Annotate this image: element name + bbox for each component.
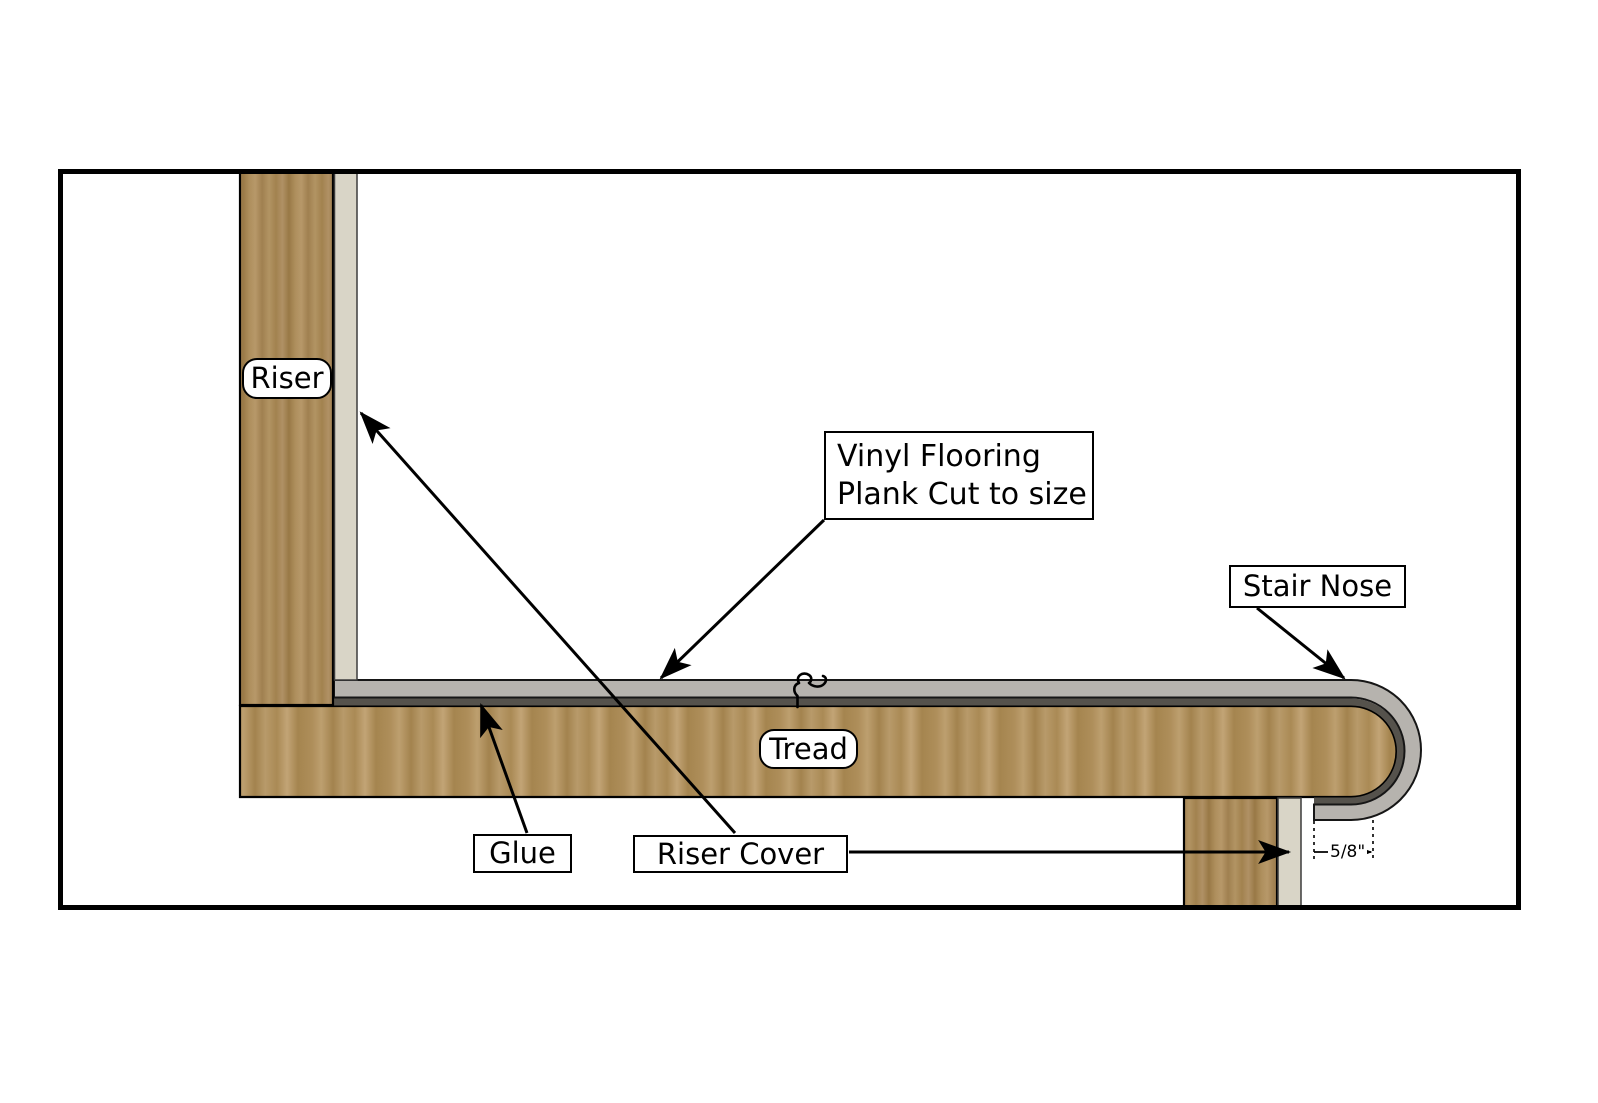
break-mark: [793, 672, 828, 709]
stair-nose-label-text: Stair Nose: [1242, 569, 1393, 604]
vinyl-plank-layer: [333, 679, 1422, 821]
glue-label: Glue: [473, 834, 572, 873]
glue-layer: [334, 698, 1404, 805]
tread-label-text: Tread: [769, 731, 848, 766]
riser-cover-leader-arrow: [359, 411, 737, 834]
nose-dimension-text: 5/8": [1328, 842, 1368, 862]
riser-cover-board: [333, 171, 358, 681]
vinyl-flooring-label-line1: Vinyl Flooring: [837, 439, 1041, 474]
glue-leader-arrow: [479, 703, 529, 834]
tread-label: Tread: [759, 729, 858, 769]
riser-board: [238, 170, 335, 707]
riser-label-text: Riser: [250, 361, 324, 396]
glue-label-text: Glue: [489, 836, 556, 871]
riser-cover-label: Riser Cover: [633, 835, 848, 873]
riser-cover-label-text: Riser Cover: [656, 836, 825, 871]
stair-nose-label: Stair Nose: [1229, 565, 1406, 608]
vinyl-flooring-label: Vinyl Flooring Plank Cut to size: [824, 431, 1094, 520]
diagram-border: [58, 169, 1521, 910]
vinyl-flooring-leader-arrow: [659, 518, 826, 680]
stair-nose-leader-arrow: [1256, 606, 1346, 680]
vinyl-flooring-label-line2: Plank Cut to size: [837, 476, 1087, 512]
riser-label: Riser: [242, 358, 332, 399]
